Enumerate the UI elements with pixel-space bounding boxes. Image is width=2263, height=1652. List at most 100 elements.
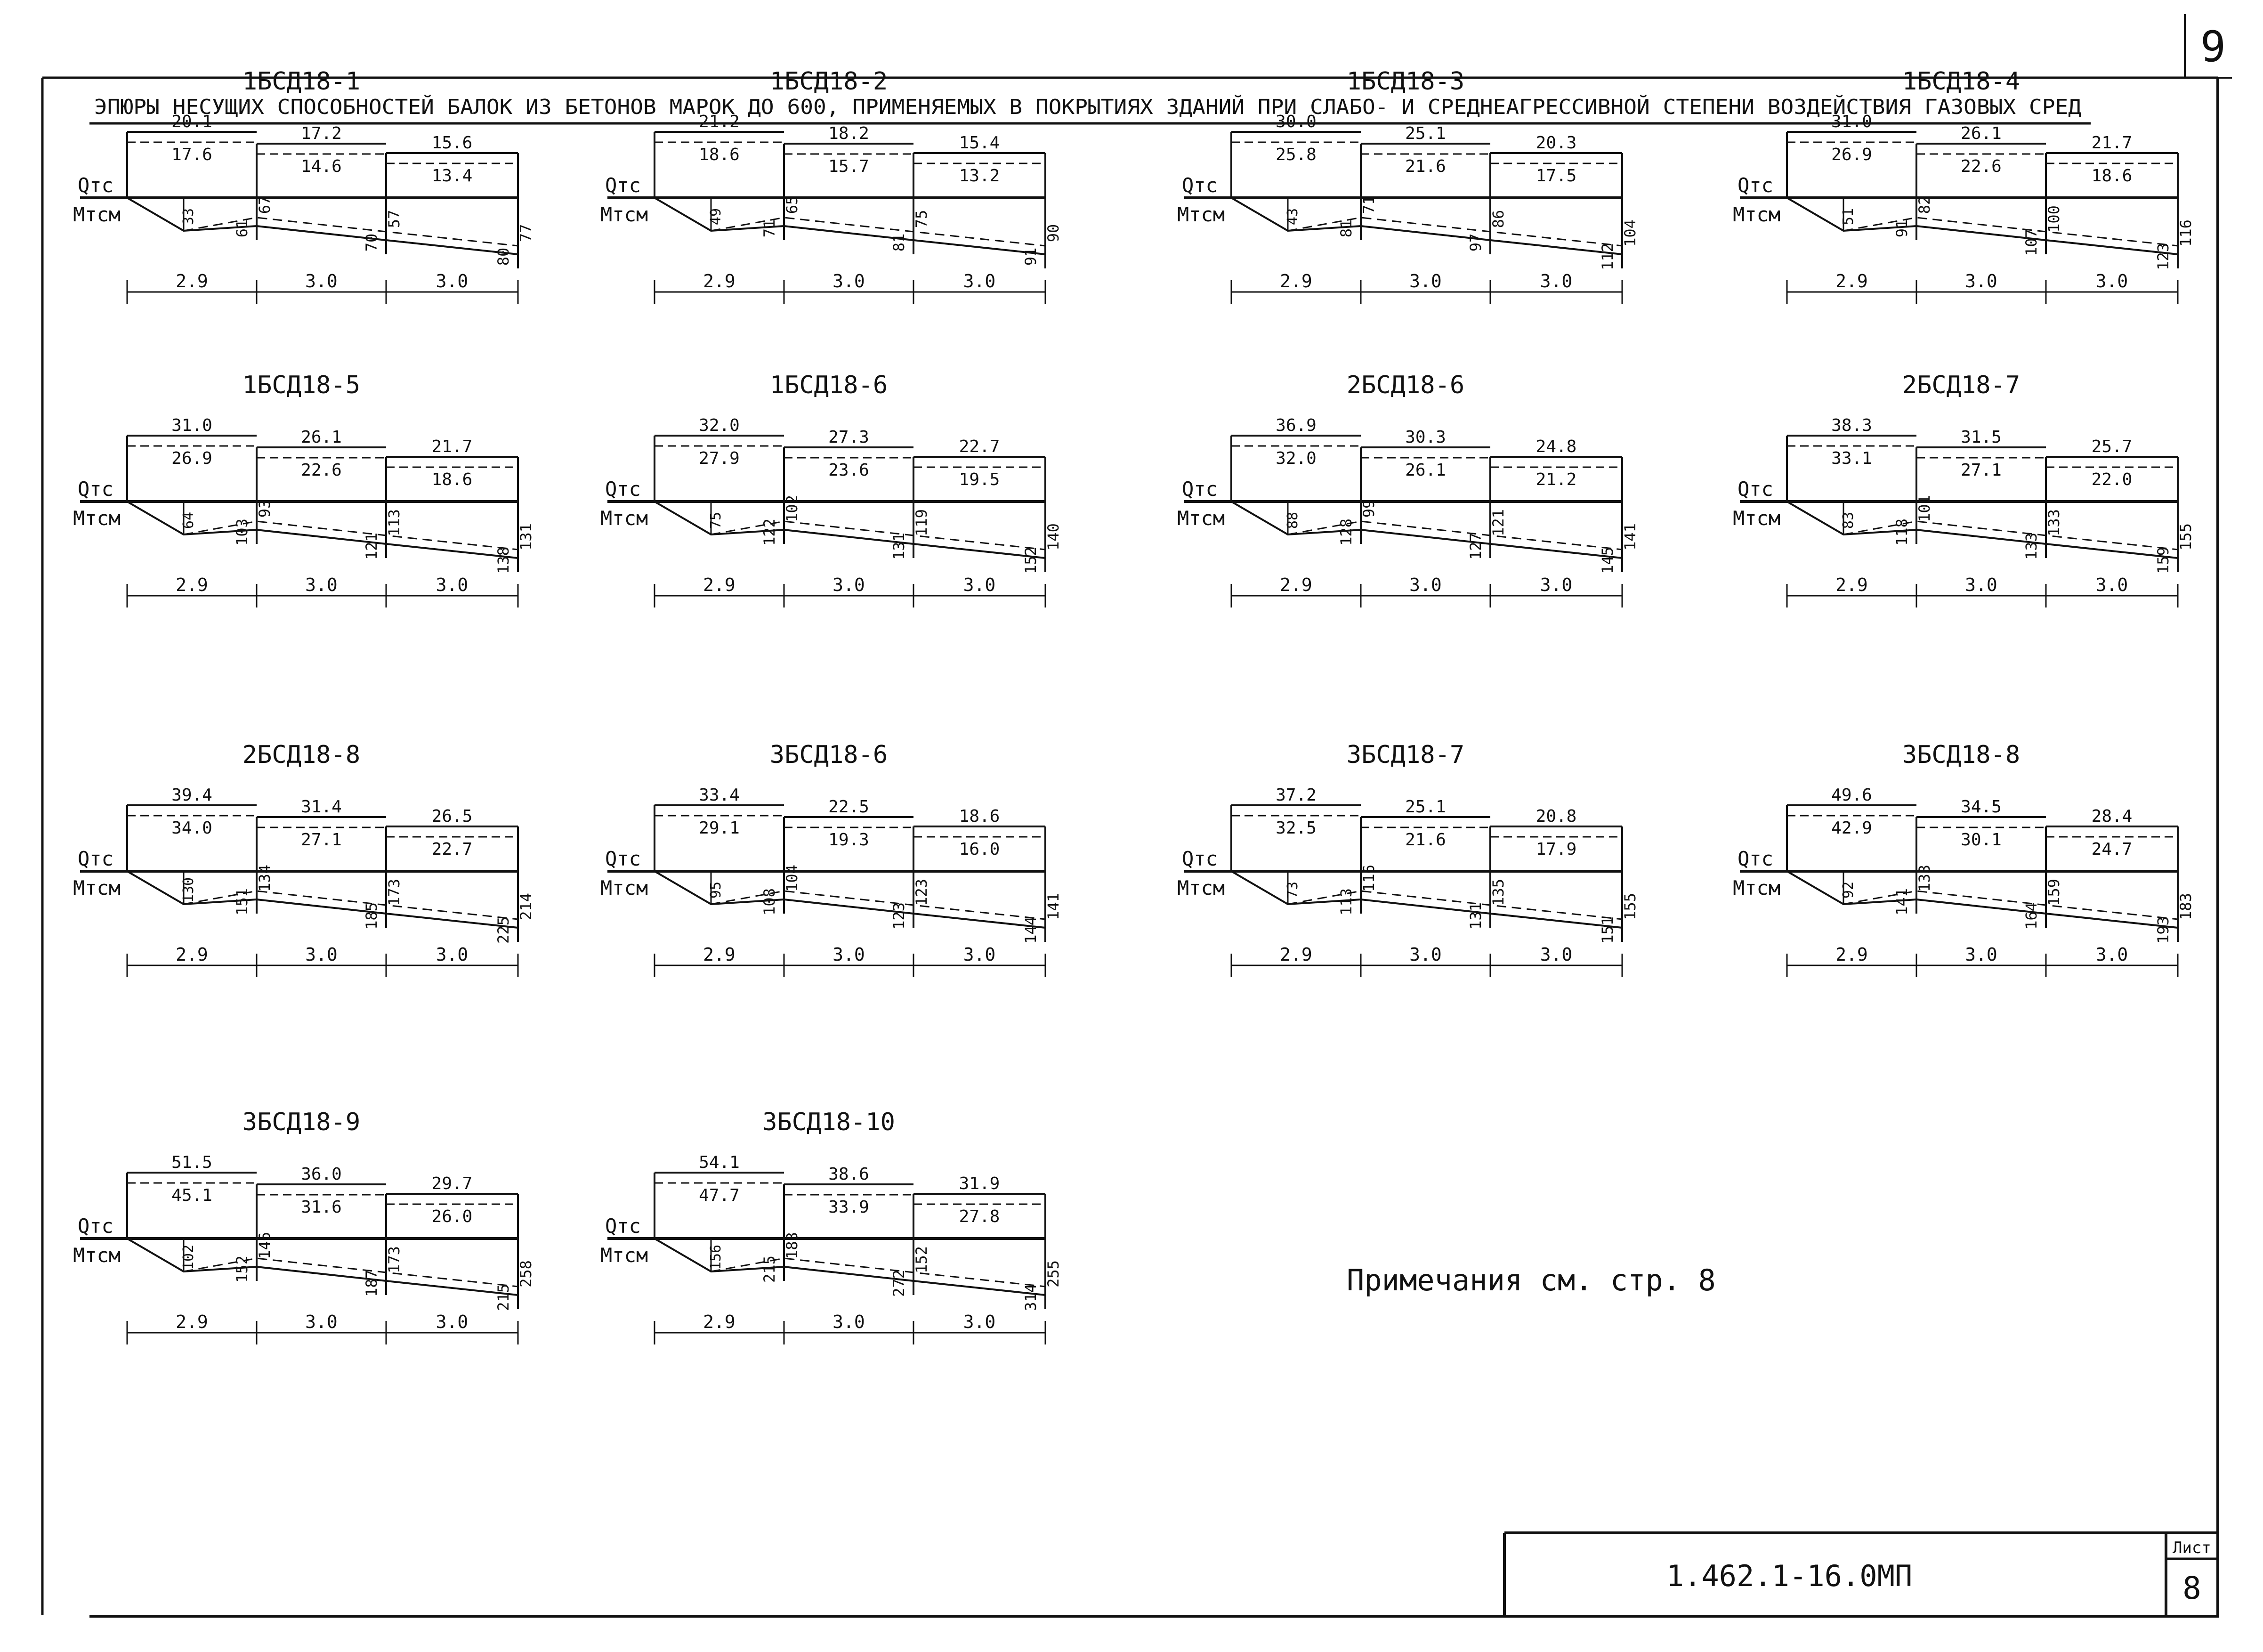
dimension-value: 3.0 (832, 1312, 865, 1332)
document-code: 1.462.1-16.0МП (1666, 1559, 1913, 1593)
dimension-value: 2.9 (703, 271, 735, 292)
m-inner-value: 95 (708, 882, 724, 899)
m-upper-value: 113 (385, 509, 403, 536)
m-inner-value: 51 (1840, 208, 1857, 225)
m-lower-value: 122 (760, 518, 778, 546)
m-upper-value: 104 (1621, 219, 1639, 247)
q-upper-value: 25.1 (1405, 124, 1446, 143)
dimension-value: 3.0 (963, 944, 996, 965)
m-upper-value: 141 (1621, 523, 1639, 551)
m-curve-solid (654, 197, 1046, 255)
m-axis-label: Mтсм (600, 876, 648, 899)
q-upper-value: 18.6 (959, 807, 1000, 826)
m-lower-value: 185 (363, 902, 380, 930)
dimension-value: 3.0 (305, 575, 338, 595)
m-inner-value: 83 (1840, 512, 1857, 529)
m-upper-value: 93 (256, 500, 274, 518)
m-axis-label: Mтсм (1733, 507, 1780, 530)
beam-diagram: 2БСД18-636.932.030.326.124.821.2QтсMтсм1… (1177, 371, 1639, 607)
beam-diagram: 1БСД18-330.025.825.121.620.317.5QтсMтсм8… (1177, 67, 1639, 304)
m-lower-value: 123 (2154, 243, 2172, 270)
m-upper-value: 86 (1489, 210, 1507, 228)
m-lower-value: 70 (363, 234, 380, 252)
q-upper-value: 26.1 (301, 428, 342, 447)
m-upper-value: 134 (256, 865, 274, 892)
m-curve-dashed (1287, 217, 1623, 247)
q-upper-value: 15.6 (432, 133, 473, 153)
m-curve-solid (1230, 870, 1623, 929)
q-lower-value: 17.6 (171, 145, 212, 164)
dimension-value: 2.9 (1835, 271, 1868, 292)
beam-diagram: 2БСД18-738.333.131.527.125.722.0QтсMтсм1… (1733, 371, 2195, 607)
m-upper-value: 102 (783, 495, 801, 522)
m-lower-value: 108 (760, 888, 778, 915)
m-upper-value: 116 (1360, 865, 1378, 892)
m-lower-value: 215 (760, 1255, 778, 1283)
m-lower-value: 272 (890, 1270, 908, 1297)
m-upper-value: 183 (783, 1232, 801, 1259)
q-lower-value: 18.6 (432, 470, 473, 489)
q-lower-value: 26.1 (1405, 461, 1446, 480)
q-lower-value: 27.8 (959, 1207, 1000, 1226)
dimension-value: 3.0 (963, 271, 996, 292)
q-lower-value: 33.1 (1831, 449, 1872, 468)
m-upper-value: 100 (2045, 205, 2063, 233)
m-axis-label: Mтсм (600, 1244, 648, 1267)
q-upper-value: 20.3 (1536, 133, 1577, 153)
m-lower-value: 187 (363, 1270, 380, 1297)
dimension-value: 3.0 (832, 271, 865, 292)
q-lower-value: 27.9 (699, 449, 740, 468)
q-lower-value: 22.7 (432, 840, 473, 859)
q-axis-label: Qтс (1738, 847, 1773, 870)
m-lower-value: 141 (1893, 888, 1911, 915)
beam-diagram: 2БСД18-839.434.031.427.126.522.7QтсMтсм1… (73, 741, 535, 977)
sheet-label: Лист (2173, 1539, 2211, 1557)
q-upper-value: 49.6 (1831, 786, 1872, 805)
q-lower-value: 31.6 (301, 1198, 342, 1217)
m-lower-value: 133 (2022, 533, 2040, 560)
q-upper-value: 31.0 (1831, 112, 1872, 131)
m-lower-value: 159 (2154, 547, 2172, 574)
m-upper-value: 131 (517, 523, 535, 551)
m-lower-value: 138 (494, 547, 512, 574)
m-curve-dashed (183, 890, 518, 920)
dimension-value: 3.0 (436, 575, 469, 595)
dimension-value: 3.0 (963, 575, 996, 595)
m-upper-value: 135 (1489, 879, 1507, 906)
dimension-value: 3.0 (1540, 271, 1573, 292)
m-axis-label: Mтсм (1733, 203, 1780, 226)
m-upper-value: 141 (1044, 893, 1062, 920)
m-upper-value: 116 (2177, 219, 2195, 247)
dimension-value: 3.0 (305, 271, 338, 292)
m-upper-value: 57 (385, 210, 403, 228)
q-upper-value: 36.0 (301, 1165, 342, 1184)
m-inner-value: 88 (1285, 512, 1301, 529)
q-lower-value: 18.6 (699, 145, 740, 164)
q-upper-value: 38.3 (1831, 416, 1872, 435)
beam-title: 1БСД18-2 (770, 67, 888, 96)
m-axis-label: Mтсм (600, 507, 648, 530)
beam-diagram: 3БСД18-633.429.122.519.318.616.0QтсMтсм1… (600, 741, 1062, 977)
m-lower-value: 131 (1467, 902, 1485, 930)
m-upper-value: 71 (1360, 196, 1378, 214)
q-lower-value: 25.8 (1276, 145, 1317, 164)
m-axis-label: Mтсм (73, 507, 121, 530)
q-lower-value: 32.5 (1276, 818, 1317, 838)
m-upper-value: 159 (2045, 879, 2063, 906)
q-upper-value: 27.3 (828, 428, 869, 447)
dimension-value: 2.9 (176, 575, 208, 595)
m-lower-value: 81 (1337, 219, 1355, 238)
q-lower-value: 32.0 (1276, 449, 1317, 468)
m-lower-value: 152 (233, 1255, 251, 1283)
q-upper-value: 29.7 (432, 1174, 473, 1193)
beam-diagrams: 1БСД18-120.117.617.214.615.613.4QтсMтсм6… (73, 67, 2195, 1344)
m-curve-solid (1786, 197, 2178, 255)
beam-diagram: 1БСД18-431.026.926.122.621.718.6QтсMтсм9… (1733, 67, 2195, 304)
beam-diagram: 3БСД18-737.232.525.121.620.817.9QтсMтсм1… (1177, 741, 1639, 977)
q-lower-value: 17.5 (1536, 166, 1577, 186)
m-curve-dashed (1843, 520, 2178, 551)
q-lower-value: 26.0 (432, 1207, 473, 1226)
beam-title: 2БСД18-8 (242, 741, 360, 769)
q-upper-value: 33.4 (699, 786, 740, 805)
q-upper-value: 15.4 (959, 133, 1000, 153)
